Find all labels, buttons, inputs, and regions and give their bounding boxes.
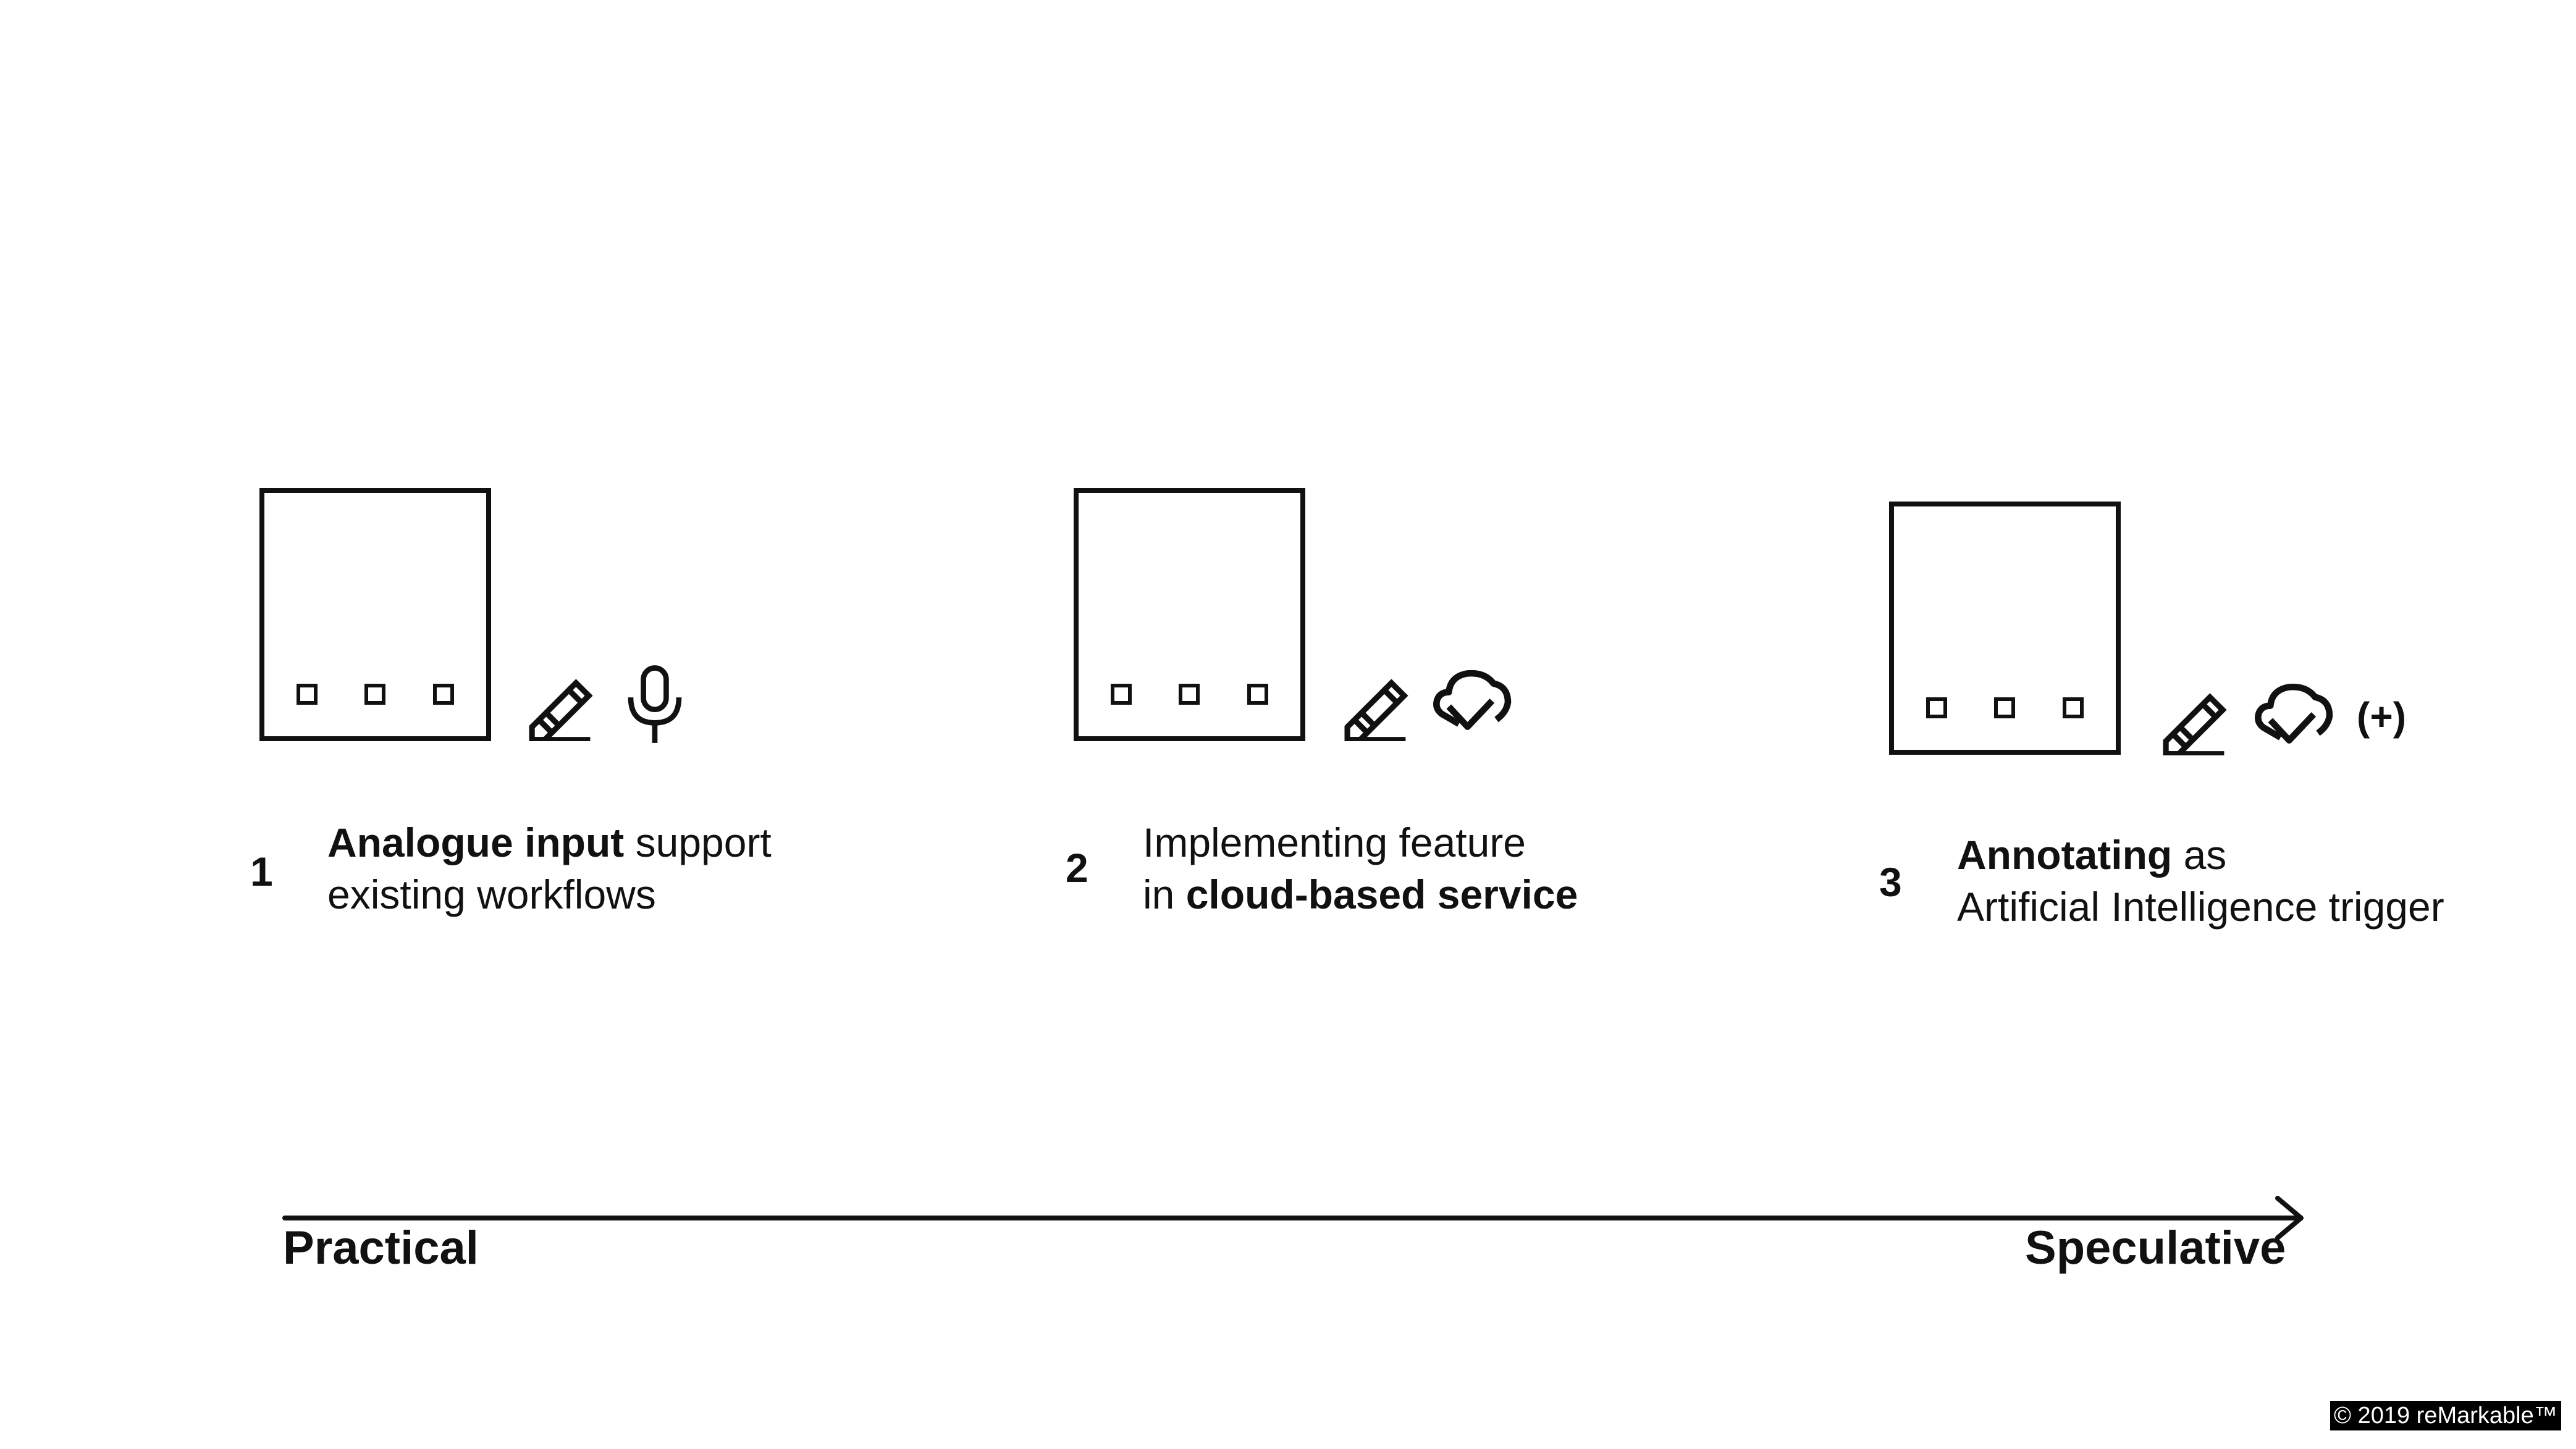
- microphone-icon: [628, 665, 682, 743]
- device-button: [433, 684, 454, 705]
- caption-line-2: existing workflows: [327, 868, 772, 920]
- caption-text: Artificial Intelligence trigger: [1957, 884, 2444, 930]
- pen-icon: [2163, 693, 2227, 755]
- device-button: [297, 684, 318, 705]
- device-button: [1926, 697, 1947, 718]
- device-button: [1994, 697, 2015, 718]
- caption-line-1: Analogue input support: [327, 817, 772, 868]
- pen-icon: [529, 679, 593, 741]
- stage-caption: Annotating as Artificial Intelligence tr…: [1957, 829, 2444, 933]
- caption-emphasis: cloud-based service: [1185, 872, 1578, 917]
- stage-number: 1: [250, 849, 273, 894]
- device-button: [1179, 684, 1200, 705]
- copyright-notice: © 2019 reMarkable™: [2330, 1401, 2561, 1430]
- caption-emphasis: Analogue input: [327, 820, 625, 865]
- stage-caption: Analogue input support existing workflow…: [327, 817, 772, 920]
- device-button: [364, 684, 385, 705]
- axis-start-label: Practical: [283, 1222, 479, 1274]
- caption-emphasis: Annotating: [1957, 832, 2173, 878]
- pen-icon: [1344, 679, 1408, 741]
- axis-end-label: Speculative: [2025, 1222, 2286, 1274]
- tablet-device-icon: [259, 488, 491, 741]
- plus-label: (+): [2357, 694, 2406, 739]
- caption-line-1: Implementing feature: [1143, 817, 1578, 868]
- stage-number: 2: [1066, 845, 1088, 891]
- practical-to-speculative-arrow: [282, 1196, 2304, 1240]
- caption-text: existing workflows: [327, 872, 656, 917]
- cloud-check-icon: [2255, 683, 2333, 744]
- device-button: [2063, 697, 2084, 718]
- tablet-device-icon: [1074, 488, 1305, 741]
- tablet-device-icon: [1889, 502, 2121, 755]
- caption-text: in: [1143, 872, 1186, 917]
- device-button: [1111, 684, 1132, 705]
- caption-text: as: [2172, 832, 2227, 878]
- caption-text: support: [624, 820, 772, 865]
- stage-caption: Implementing feature in cloud-based serv…: [1143, 817, 1578, 920]
- caption-line-2: in cloud-based service: [1143, 868, 1578, 920]
- cloud-check-icon: [1433, 670, 1512, 730]
- caption-line-1: Annotating as: [1957, 829, 2444, 881]
- device-button: [1247, 684, 1268, 705]
- stage-number: 3: [1879, 859, 1902, 905]
- caption-line-2: Artificial Intelligence trigger: [1957, 881, 2444, 933]
- caption-text: Implementing feature: [1143, 820, 1526, 865]
